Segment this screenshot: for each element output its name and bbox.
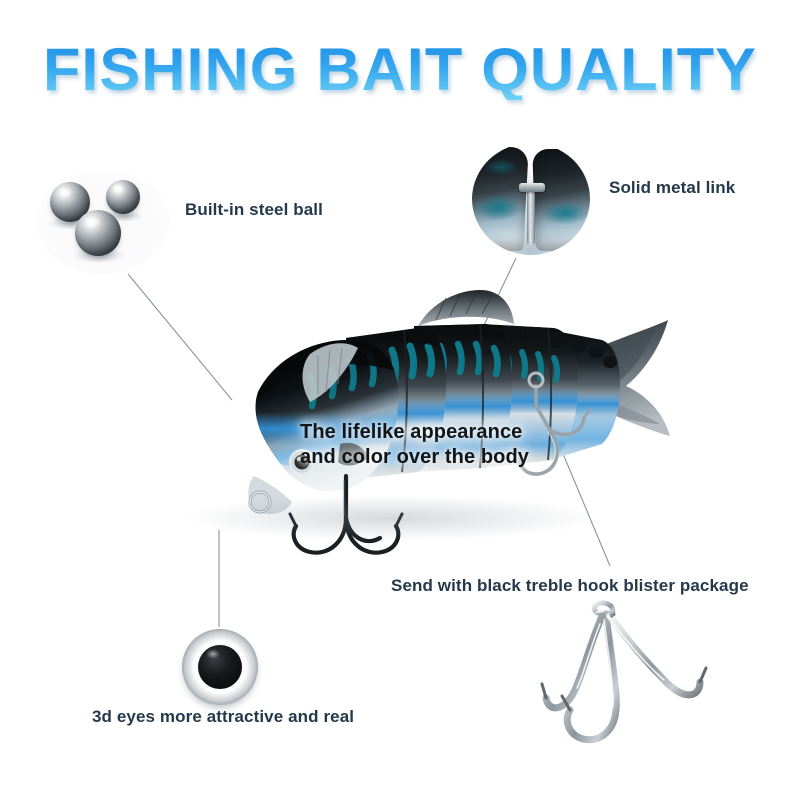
callout-label-blister-package: Send with black treble hook blister pack… xyxy=(391,576,749,595)
lure-drop-shadow xyxy=(180,495,600,541)
metal-pin-head xyxy=(519,183,545,192)
lure-line-tie xyxy=(248,476,292,515)
callout-label-body-finish-line2: and color over the body xyxy=(300,446,529,468)
steel-ball-inset xyxy=(28,160,178,280)
teal-marking xyxy=(484,159,518,175)
callout-label-metal-link: Solid metal link xyxy=(609,178,736,197)
lure-segment-right xyxy=(532,149,590,251)
lure-joints xyxy=(401,323,552,473)
3d-eye-inset xyxy=(172,625,268,709)
page-title: FISHING BAIT QUALITY xyxy=(0,40,800,100)
callout-label-body-finish-line1: The lifelike appearance xyxy=(300,421,523,443)
teal-marking xyxy=(542,201,588,225)
callout-label-steel-ball: Built-in steel ball xyxy=(185,200,323,219)
lure-eye xyxy=(289,449,315,475)
lure-dorsal-fin xyxy=(418,290,514,326)
lure-illustration xyxy=(248,290,670,555)
callout-label-3d-eyes: 3d eyes more attractive and real xyxy=(92,707,355,726)
front-treble-hook-icon xyxy=(288,473,404,555)
eye-highlight xyxy=(206,649,220,659)
eye-pupil xyxy=(198,645,242,689)
silver-treble-hook-inset xyxy=(540,600,730,760)
metal-pin-stem xyxy=(527,183,535,245)
teal-marking xyxy=(476,195,520,221)
treble-hook-icon xyxy=(540,600,708,744)
fishing-lure-image xyxy=(150,280,670,610)
rear-treble-hook-icon xyxy=(512,371,592,476)
sphere-icon xyxy=(106,180,140,214)
lure-ventral-fin xyxy=(338,442,368,466)
callout-label-body-finish: The lifelike appearance and color over t… xyxy=(300,420,550,470)
lure-pectoral-fin xyxy=(302,343,358,402)
sphere-icon xyxy=(75,210,121,256)
rear-hook-highlight xyxy=(539,431,556,471)
link-pin-icon xyxy=(472,143,590,255)
metal-link-inset xyxy=(472,143,590,255)
